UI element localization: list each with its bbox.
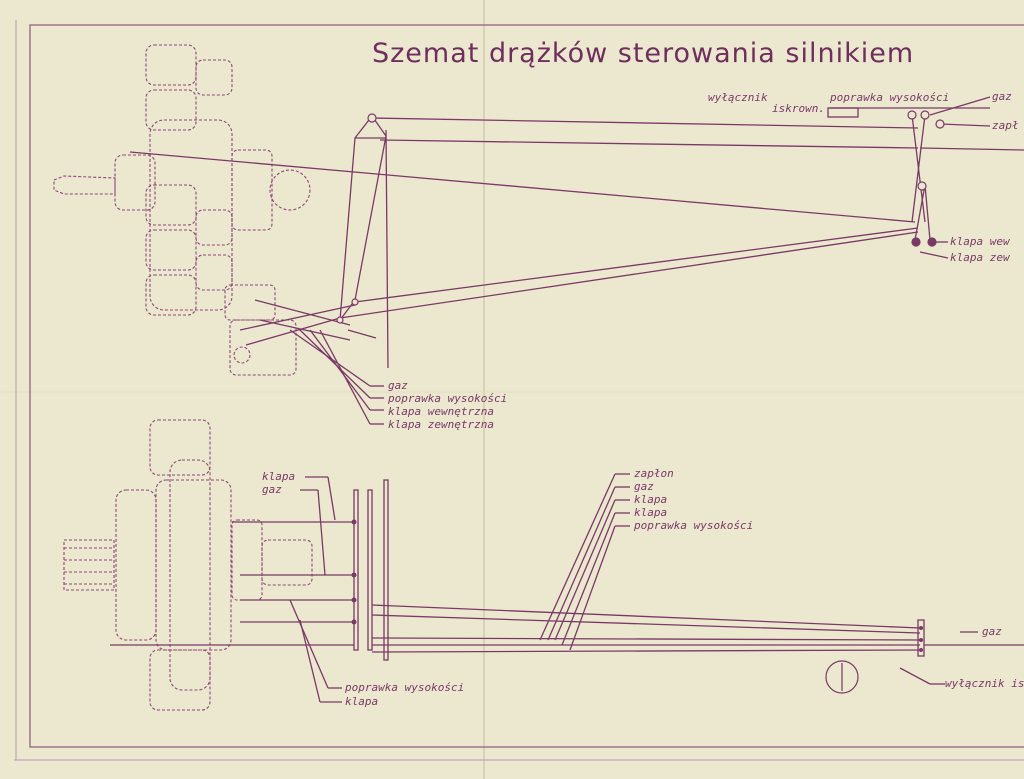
label-wylacznik-right: wyłącznik is <box>945 677 1024 690</box>
side-view-joints <box>351 519 923 652</box>
label-wylacznik: wyłącznik <box>708 91 768 104</box>
label-klapa-wew: klapa wew <box>950 235 1010 248</box>
label-poprawka-wysokosci: poprawka wysokości <box>388 392 508 405</box>
engine-top-view <box>53 44 311 376</box>
top-view-joints <box>336 110 945 324</box>
label-zaplon-top: zapł <box>992 119 1019 132</box>
label-klapa-zew: klapa zew <box>950 251 1010 264</box>
side-view-rods <box>110 473 1024 703</box>
label-iskrown: iskrown. <box>772 102 825 115</box>
label-gaz: gaz <box>388 379 408 392</box>
drawing-frame <box>29 24 1024 748</box>
label-klapa-mid-1: klapa <box>634 493 668 506</box>
label-poprawka-bottom: poprawka wysokości <box>345 681 465 694</box>
label-klapa-zewnetrzna: klapa zewnętrzna <box>388 418 494 431</box>
label-poprawka-top: poprawka wysokości <box>830 91 950 104</box>
engine-side-view <box>63 419 313 711</box>
label-klapa-side: klapa <box>262 470 296 483</box>
label-gaz-mid: gaz <box>634 480 654 493</box>
label-klapa-wewnetrzna: klapa wewnętrzna <box>388 405 494 418</box>
ignition-switch-icon <box>825 660 859 694</box>
label-klapa-bottom: klapa <box>345 695 379 708</box>
diagram-title: Szemat drążków sterowania silnikiem <box>372 38 915 69</box>
top-view-rods <box>129 96 1024 425</box>
label-poprawka-mid: poprawka wysokości <box>634 519 754 532</box>
label-gaz-side: gaz <box>262 483 282 496</box>
label-gaz-right: gaz <box>982 625 1002 638</box>
label-gaz-top: gaz <box>992 90 1012 103</box>
label-zaplon: zapłon <box>634 467 674 480</box>
label-klapa-mid-2: klapa <box>634 506 668 519</box>
